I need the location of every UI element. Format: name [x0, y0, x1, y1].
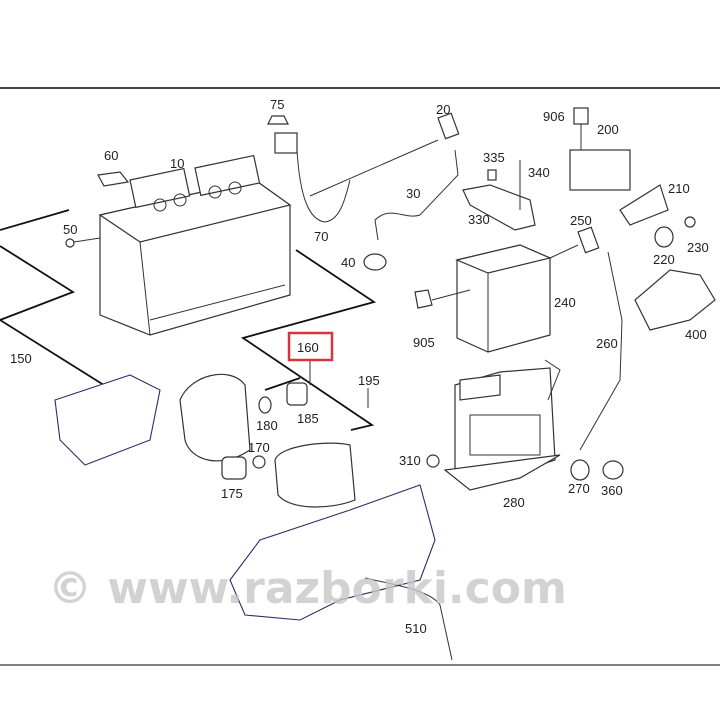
label-70[interactable]: 70 [314, 229, 328, 244]
label-270[interactable]: 270 [568, 481, 590, 496]
nut-75[interactable] [267, 115, 289, 125]
bushing-185[interactable] [286, 382, 308, 406]
label-335[interactable]: 335 [483, 150, 505, 165]
battery-240[interactable] [455, 244, 552, 353]
nut-310[interactable] [426, 454, 440, 468]
label-75[interactable]: 75 [270, 97, 284, 112]
highlight-box [287, 331, 334, 362]
label-220[interactable]: 220 [653, 252, 675, 267]
plug-50[interactable] [65, 238, 75, 248]
hose-30[interactable] [374, 149, 459, 241]
aux-battery-200[interactable] [569, 149, 631, 191]
grommet-220[interactable] [654, 226, 674, 248]
clip-335[interactable] [487, 169, 497, 181]
bushing-175[interactable] [221, 456, 247, 480]
label-160[interactable]: 160 [297, 340, 319, 355]
starter[interactable] [274, 442, 356, 508]
label-260[interactable]: 260 [596, 336, 618, 351]
label-185[interactable]: 185 [297, 411, 319, 426]
fuse-box-150[interactable] [54, 374, 161, 466]
label-200[interactable]: 200 [597, 122, 619, 137]
part-labels: 75 20 906 200 60 10 335 340 30 210 50 33… [10, 97, 709, 636]
bracket-400[interactable] [634, 269, 716, 331]
label-310[interactable]: 310 [399, 453, 421, 468]
label-510[interactable]: 510 [405, 621, 427, 636]
label-20[interactable]: 20 [436, 102, 450, 117]
connector-250[interactable] [577, 226, 600, 254]
label-60[interactable]: 60 [104, 148, 118, 163]
bracket-210[interactable] [619, 184, 669, 226]
label-280[interactable]: 280 [503, 495, 525, 510]
label-906[interactable]: 906 [543, 109, 565, 124]
connector-20[interactable] [437, 112, 460, 140]
label-180[interactable]: 180 [256, 418, 278, 433]
assembly-outline [0, 209, 377, 431]
terminal-70[interactable] [274, 132, 298, 154]
grommet-40[interactable] [363, 253, 387, 271]
bolt-230[interactable] [684, 216, 696, 228]
part-905[interactable] [414, 289, 433, 309]
label-10[interactable]: 10 [170, 156, 184, 171]
label-150[interactable]: 150 [10, 351, 32, 366]
hose-260[interactable] [579, 251, 623, 451]
battery-tray-280[interactable] [443, 359, 561, 491]
label-250[interactable]: 250 [570, 213, 592, 228]
label-30[interactable]: 30 [406, 186, 420, 201]
label-50[interactable]: 50 [63, 222, 77, 237]
label-195[interactable]: 195 [358, 373, 380, 388]
grommet-360[interactable] [602, 460, 624, 480]
label-360[interactable]: 360 [601, 483, 623, 498]
grommet-270[interactable] [570, 459, 590, 481]
battery-10[interactable] [98, 154, 292, 336]
label-240[interactable]: 240 [554, 295, 576, 310]
label-330[interactable]: 330 [468, 212, 490, 227]
label-905[interactable]: 905 [413, 335, 435, 350]
alternator[interactable] [179, 373, 251, 462]
label-230[interactable]: 230 [687, 240, 709, 255]
label-906-part[interactable] [573, 107, 589, 125]
label-175[interactable]: 175 [221, 486, 243, 501]
transmission [229, 484, 436, 621]
label-40[interactable]: 40 [341, 255, 355, 270]
cable-510[interactable] [364, 577, 453, 661]
label-170[interactable]: 170 [248, 440, 270, 455]
bracket-330[interactable] [462, 184, 536, 231]
label-400[interactable]: 400 [685, 327, 707, 342]
clip-60[interactable] [97, 171, 130, 187]
cable-70[interactable] [296, 149, 351, 223]
label-340[interactable]: 340 [528, 165, 550, 180]
watermark: © www.razborki.com [48, 563, 567, 614]
nut-180[interactable] [258, 396, 272, 414]
nut-170[interactable] [252, 455, 266, 469]
label-210[interactable]: 210 [668, 181, 690, 196]
